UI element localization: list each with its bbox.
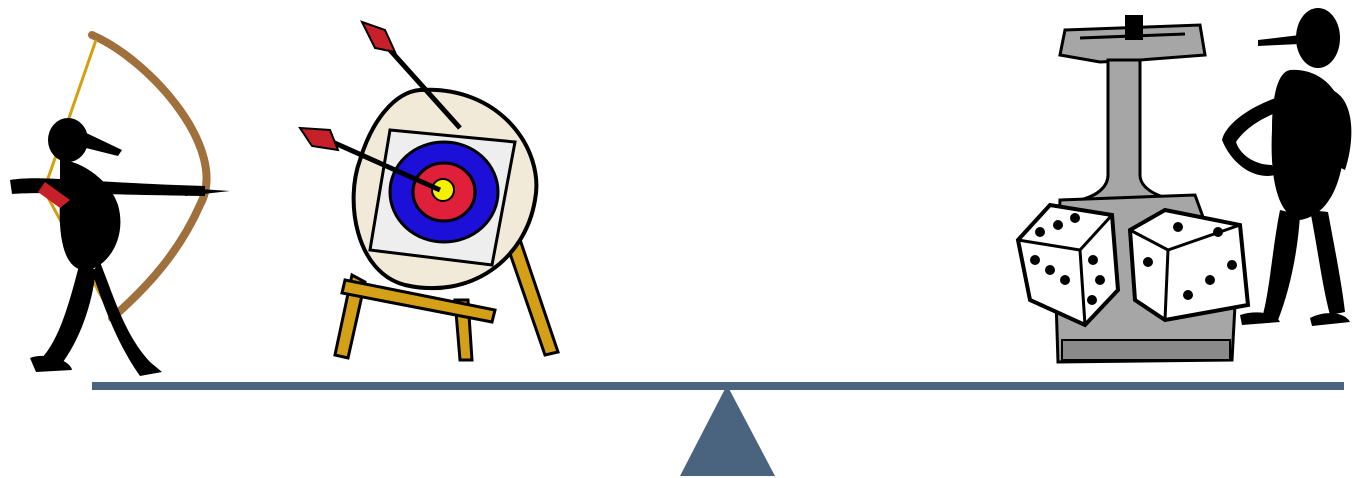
bow-icon <box>88 31 211 322</box>
standing-figure-icon <box>1222 8 1352 326</box>
seesaw-fulcrum <box>680 385 775 476</box>
archer-figure-icon <box>10 31 230 376</box>
seesaw-beam <box>92 382 1344 390</box>
archery-target-icon <box>298 20 560 362</box>
dice-icon <box>1015 202 1251 328</box>
